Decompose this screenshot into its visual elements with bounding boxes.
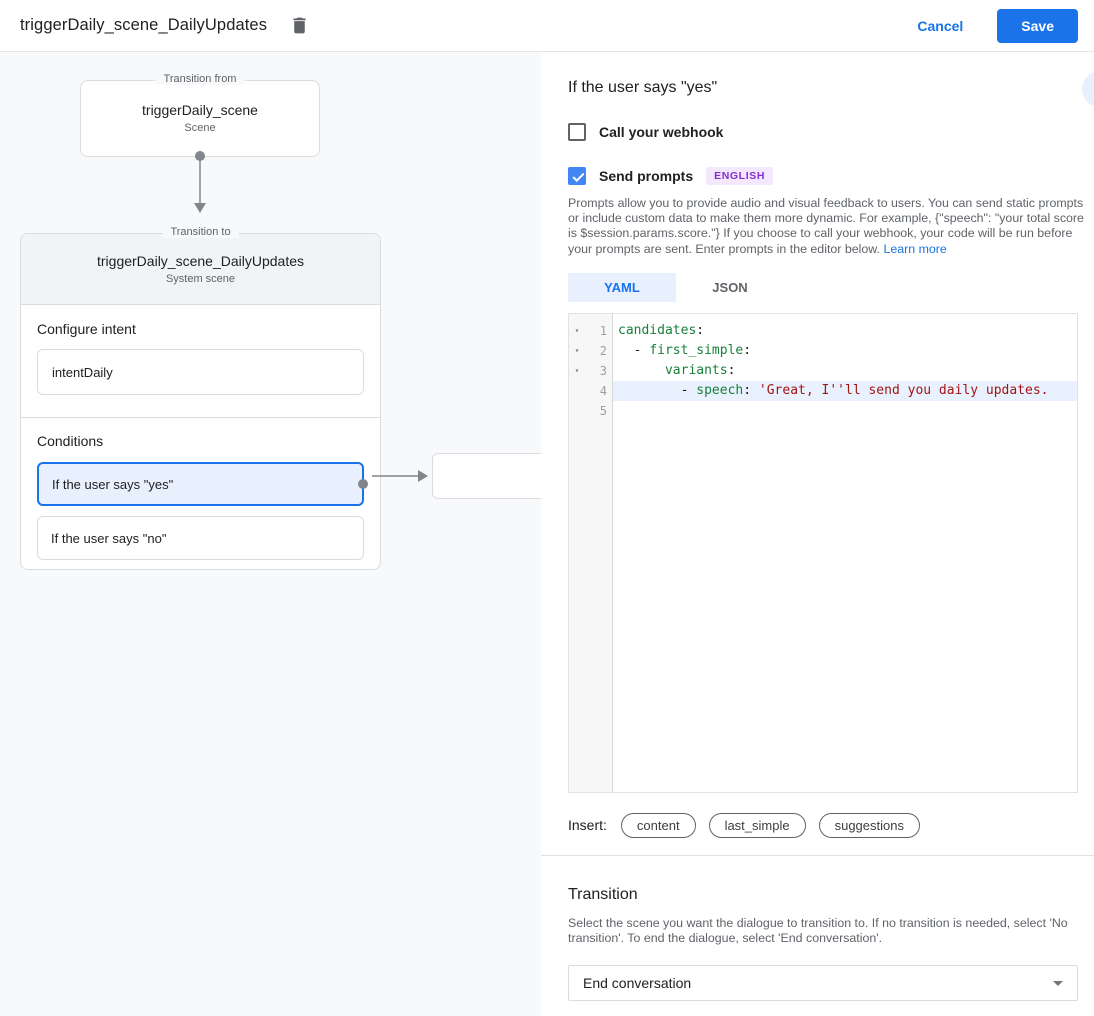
line-number: 5 — [599, 403, 607, 418]
transition-from-legend: Transition from — [155, 73, 245, 85]
connector-arrow-right — [372, 470, 428, 482]
yaml-key: candidates — [618, 322, 697, 338]
yaml-punct: - — [618, 382, 697, 398]
transition-heading: Transition — [568, 885, 638, 903]
learn-more-link[interactable]: Learn more — [883, 241, 947, 256]
intent-field[interactable]: intentDaily — [37, 349, 364, 395]
yaml-punct: - — [618, 342, 650, 358]
editor-gutter: ▾ 1 ▾ 2 ▾ 3 4 5 — [569, 313, 613, 792]
editor-format-tabs: YAML JSON — [568, 272, 1094, 302]
yaml-code-editor[interactable]: ▾ 1 ▾ 2 ▾ 3 4 5 candidates: - first_simple:… — [568, 312, 1078, 793]
scene-diagram-canvas: Transition from triggerDaily_scene Scene… — [0, 52, 541, 1016]
cancel-button[interactable]: Cancel — [905, 10, 975, 42]
app-header: triggerDaily_scene_DailyUpdates Cancel S… — [0, 0, 1094, 52]
checkbox-checked[interactable] — [568, 167, 586, 185]
to-scene-type: System scene — [165, 273, 236, 285]
section-divider — [21, 417, 380, 418]
yaml-string: 'Great, I''ll send you daily updates. — [758, 382, 1049, 398]
code-line-1[interactable]: candidates: — [613, 321, 1077, 341]
send-prompts-checkbox-row[interactable]: Send prompts ENGLISH — [568, 167, 1094, 185]
yaml-key: speech — [696, 382, 744, 398]
yaml-key: first_simple — [649, 342, 744, 358]
configure-intent-section: Configure intent intentDaily — [21, 305, 380, 395]
trash-icon — [289, 15, 310, 36]
line-number: 2 — [599, 343, 607, 358]
collapse-panel-button[interactable] — [1082, 71, 1094, 107]
condition-item-no[interactable]: If the user says "no" — [37, 516, 364, 560]
from-scene-name: triggerDaily_scene — [142, 102, 258, 118]
save-button[interactable]: Save — [997, 8, 1078, 43]
yaml-punct: : — [727, 362, 736, 378]
webhook-checkbox-label: Call your webhook — [599, 124, 724, 140]
checkbox-unchecked[interactable] — [568, 123, 586, 141]
yaml-punct — [618, 363, 665, 378]
insert-row: Insert: content last_simple suggestions — [568, 812, 1094, 838]
fold-arrow-icon[interactable]: ▾ — [574, 366, 580, 376]
panel-divider — [541, 854, 1094, 856]
transition-description: Select the scene you want the dialogue t… — [568, 915, 1068, 946]
code-line-2[interactable]: - first_simple: — [613, 341, 1077, 361]
editor-code-area[interactable]: candidates: - first_simple: variants: - … — [613, 313, 1077, 792]
panel-title: If the user says "yes" — [568, 79, 718, 96]
condition-item-yes[interactable]: If the user says "yes" — [37, 462, 368, 506]
condition-editor-panel: If the user says "yes" Call your webhook… — [541, 52, 1094, 1016]
prompts-description: Prompts allow you to provide audio and v… — [568, 196, 1085, 257]
code-line-3[interactable]: variants: — [613, 361, 1077, 381]
transition-to-node[interactable]: Transition to triggerDaily_scene_DailyUp… — [20, 226, 381, 570]
condition-no-label: If the user says "no" — [51, 530, 167, 546]
yaml-punct: : — [696, 322, 705, 338]
to-scene-header: triggerDaily_scene_DailyUpdates System s… — [21, 234, 380, 305]
code-line-5[interactable] — [613, 401, 1077, 421]
webhook-checkbox-row[interactable]: Call your webhook — [568, 123, 1094, 141]
delete-scene-button[interactable] — [285, 11, 314, 40]
fold-arrow-icon[interactable]: ▾ — [574, 346, 580, 356]
yaml-key: variants — [664, 362, 728, 378]
yaml-punct: : — [743, 342, 752, 358]
from-scene-type: Scene — [184, 122, 216, 134]
language-badge: ENGLISH — [706, 167, 773, 185]
insert-label: Insert: — [568, 817, 607, 834]
connector-dot — [358, 479, 368, 489]
connector-arrow-down — [194, 160, 206, 213]
to-scene-name: triggerDaily_scene_DailyUpdates — [97, 253, 304, 269]
conditions-label: Conditions — [37, 433, 104, 449]
send-prompts-label: Send prompts — [599, 168, 694, 184]
insert-last-simple-button[interactable]: last_simple — [708, 812, 806, 838]
connector-dot — [195, 151, 205, 161]
code-line-4-highlighted[interactable]: - speech: 'Great, I''ll send you daily u… — [613, 380, 1077, 401]
transition-select[interactable]: End conversation — [568, 965, 1078, 1002]
condition-target-node[interactable] — [432, 453, 541, 499]
tab-json[interactable]: JSON — [712, 279, 748, 295]
line-number: 4 — [599, 383, 607, 398]
page-title: triggerDaily_scene_DailyUpdates — [20, 16, 268, 34]
transition-select-value: End conversation — [583, 975, 692, 992]
condition-yes-label: If the user says "yes" — [52, 476, 174, 492]
tab-yaml[interactable]: YAML — [568, 272, 676, 302]
insert-content-button[interactable]: content — [620, 812, 696, 838]
intent-value: intentDaily — [52, 364, 113, 380]
line-number: 3 — [599, 363, 607, 378]
line-number: 1 — [599, 323, 607, 338]
insert-suggestions-button[interactable]: suggestions — [818, 812, 920, 838]
conditions-section: Conditions If the user says "yes" If the… — [21, 418, 380, 560]
fold-arrow-icon[interactable]: ▾ — [574, 326, 580, 336]
transition-from-node[interactable]: Transition from triggerDaily_scene Scene — [80, 73, 320, 161]
yaml-punct: : — [743, 382, 759, 398]
description-text: Prompts allow you to provide audio and v… — [568, 196, 1084, 256]
configure-intent-label: Configure intent — [37, 321, 136, 337]
transition-to-legend: Transition to — [162, 226, 239, 238]
dropdown-arrow-icon — [1053, 980, 1063, 986]
